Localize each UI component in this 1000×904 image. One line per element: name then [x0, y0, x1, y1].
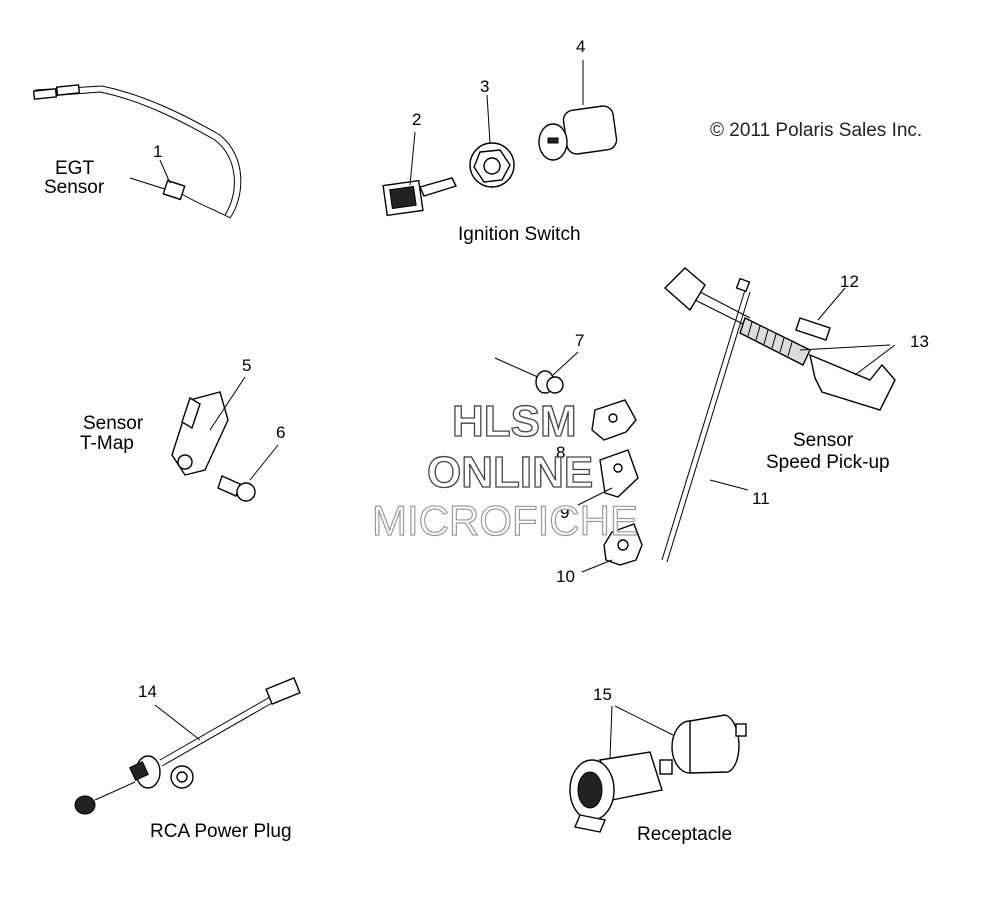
callout-5: 5 — [242, 356, 251, 375]
callout-6: 6 — [276, 423, 285, 442]
part-tmap-sensor — [171, 376, 279, 502]
caption-speed-line1: Sensor — [793, 430, 854, 451]
callout-14: 14 — [138, 682, 157, 701]
part-clip-10 — [581, 523, 643, 573]
caption-tmap-line2: T-Map — [80, 433, 134, 454]
callout-7: 7 — [575, 331, 584, 350]
watermark-line2: ONLINE — [427, 448, 593, 497]
part-ignition-key — [382, 131, 457, 217]
caption-egt-line2: Sensor — [44, 177, 105, 198]
part-rivet — [494, 351, 579, 394]
caption-ignition: Ignition Switch — [458, 224, 581, 245]
part-ignition-switch-body — [538, 60, 618, 161]
callout-12: 12 — [840, 272, 859, 291]
part-egt-sensor — [32, 84, 242, 219]
caption-rca: RCA Power Plug — [150, 821, 292, 842]
callout-8: 8 — [556, 443, 565, 462]
caption-speed-line2: Speed Pick-up — [766, 452, 890, 473]
callout-10: 10 — [556, 567, 575, 586]
callout-1: 1 — [153, 142, 162, 161]
callout-4: 4 — [576, 37, 585, 56]
part-speed-sensor-harness — [663, 267, 896, 411]
part-cable-tie — [661, 277, 751, 563]
watermark: HLSM ONLINE MICROFICHE — [371, 396, 638, 544]
copyright-text: © 2011 Polaris Sales Inc. — [710, 120, 922, 141]
callout-11: 11 — [752, 489, 770, 508]
part-ignition-nut — [469, 94, 515, 188]
callout-9: 9 — [560, 503, 569, 522]
callout-15: 15 — [593, 685, 612, 704]
callout-13: 13 — [910, 332, 929, 351]
part-clip-8 — [591, 399, 637, 441]
part-clip-9 — [577, 449, 639, 506]
callout-3: 3 — [480, 77, 489, 96]
part-rca-power-plug — [74, 677, 301, 815]
caption-egt-line1: EGT — [55, 158, 94, 179]
watermark-line1: HLSM — [452, 397, 577, 446]
watermark-line3: MICROFICHE — [372, 497, 638, 544]
part-receptacle — [569, 705, 747, 833]
callout-2: 2 — [412, 110, 421, 129]
caption-tmap-line1: Sensor — [83, 413, 144, 434]
caption-receptacle: Receptacle — [637, 824, 732, 845]
